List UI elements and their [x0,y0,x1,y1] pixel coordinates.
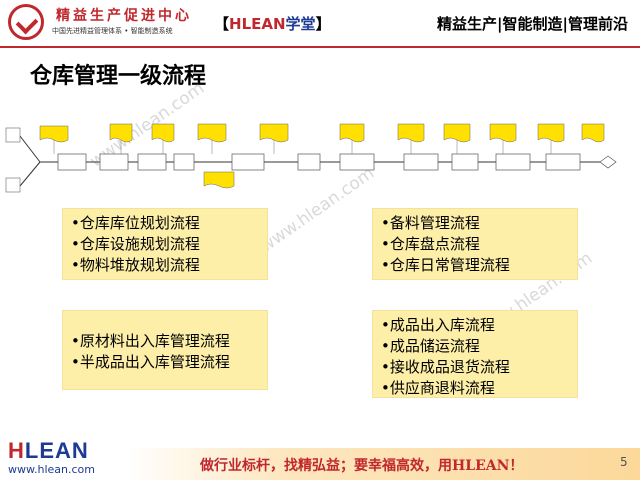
brand-subtitle: 中国先进精益管理体系 • 智能制造系统 [52,27,173,35]
list-item: 半成品出入库管理流程 [71,352,259,373]
flow-diagram-svg [5,123,617,193]
header: 精益生产促进中心 中国先进精益管理体系 • 智能制造系统 【HLEAN学堂】 精… [0,0,640,48]
header-tagline: 精益生产|智能制造|管理前沿 [437,15,628,33]
process-list-material-inout: 原材料出入库管理流程 半成品出入库管理流程 [62,310,268,390]
list-item: 仓库盘点流程 [381,234,569,255]
document-node [339,123,365,143]
footer-slogan: 做行业标杆，找精弘益；要幸福高效，用HLEAN！ [200,458,524,474]
process-step [173,153,195,171]
document-node [537,123,565,143]
start-node [5,177,21,193]
document-node [259,123,289,143]
process-step [99,153,129,171]
brand-name: 精益生产促进中心 [56,8,192,24]
end-node [599,155,617,169]
list-item: 仓库设施规划流程 [71,234,259,255]
footer-logo: HLEAN [8,438,89,463]
document-node [39,125,69,143]
document-node [203,171,235,189]
process-step [545,153,581,171]
page-number: 5 [620,455,628,469]
list-item: 成品出入库流程 [381,315,569,336]
list-item: 成品储运流程 [381,336,569,357]
brand-logo-icon [8,4,44,40]
hlean-academy-label: 【HLEAN学堂】 [214,15,331,33]
flow-diagram [0,112,640,202]
list-item: 原材料出入库管理流程 [71,331,259,352]
process-step [297,153,321,171]
process-step [495,153,531,171]
document-node [581,123,605,143]
process-step [451,153,479,171]
header-divider [0,46,640,48]
document-node [489,123,517,143]
list-item: 仓库库位规划流程 [71,213,259,234]
list-item: 物料堆放规划流程 [71,255,259,276]
process-step [231,153,265,171]
page-title: 仓库管理一级流程 [30,64,207,89]
process-step [57,153,87,171]
document-node [151,123,175,143]
list-item: 仓库日常管理流程 [381,255,569,276]
footer-bar [128,448,640,480]
footer-url: www.hlean.com [8,463,95,476]
document-node [109,123,133,143]
document-node [443,123,471,143]
process-step [339,153,375,171]
process-step [137,153,167,171]
process-list-warehouse-planning: 仓库库位规划流程 仓库设施规划流程 物料堆放规划流程 [62,208,268,280]
list-item: 接收成品退货流程 [381,357,569,378]
start-node [5,127,21,143]
document-node [397,123,425,143]
list-item: 供应商退料流程 [381,378,569,399]
document-node [197,123,227,143]
list-item: 备料管理流程 [381,213,569,234]
process-list-finished-goods: 成品出入库流程 成品储运流程 接收成品退货流程 供应商退料流程 [372,310,578,398]
process-step [403,153,439,171]
process-list-warehouse-operations: 备料管理流程 仓库盘点流程 仓库日常管理流程 [372,208,578,280]
